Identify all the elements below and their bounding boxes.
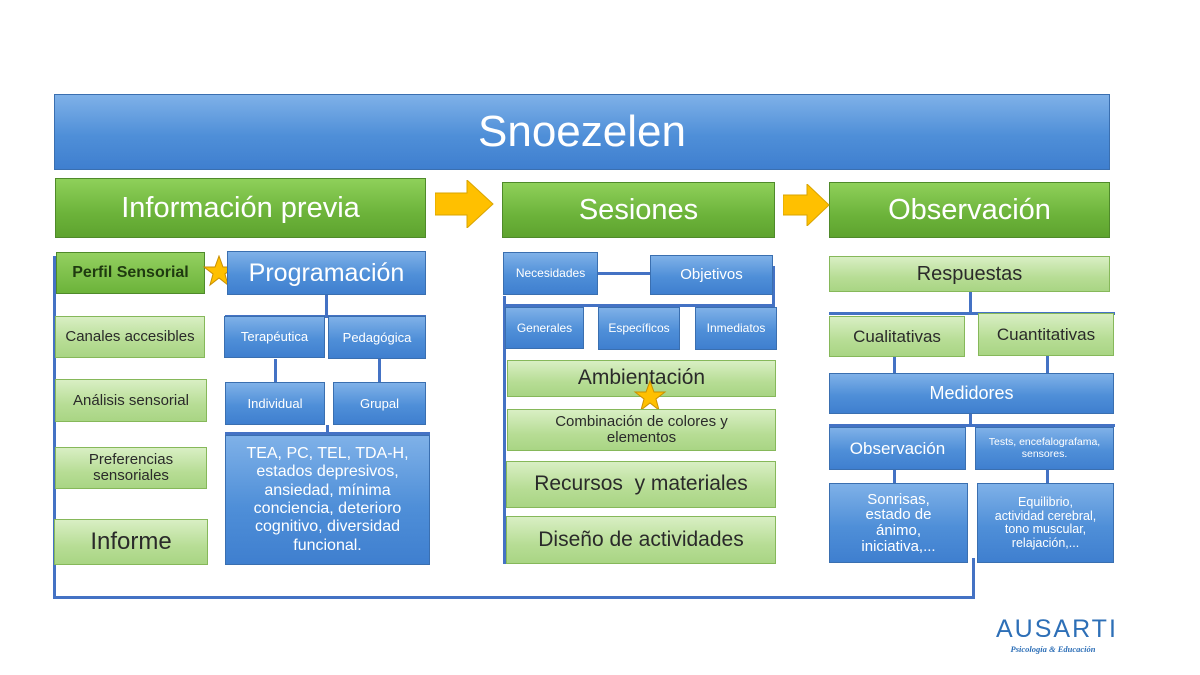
- connector-line: [274, 359, 277, 383]
- medidores: Medidores: [829, 373, 1114, 414]
- cuantitativas: Cuantitativas: [978, 313, 1114, 356]
- arrow-right-icon: [435, 180, 494, 228]
- analisis-sensorial: Análisis sensorial: [55, 379, 207, 422]
- ejemplos-cuantitativos: Equilibrio, actividad cerebral, tono mus…: [977, 483, 1114, 563]
- objetivos: Objetivos: [650, 255, 773, 295]
- connector-line: [503, 296, 506, 564]
- connector-line: [225, 315, 426, 318]
- perfil-sensorial: Perfil Sensorial: [56, 252, 205, 294]
- connector-line: [772, 266, 775, 306]
- connector-line: [325, 295, 328, 317]
- cualitativas: Cualitativas: [829, 316, 965, 357]
- connector-line: [829, 312, 1115, 315]
- tests-sensores: Tests, encefalografama, sensores.: [975, 427, 1114, 470]
- title-banner: Snoezelen: [54, 94, 1110, 170]
- canales-accesibles: Canales accesibles: [55, 316, 205, 358]
- ambientacion: Ambientación: [507, 360, 776, 397]
- metodo-observacion: Observación: [829, 427, 966, 470]
- page-title: Snoezelen: [478, 106, 686, 156]
- connector-line: [893, 356, 896, 374]
- star-icon: [633, 380, 667, 412]
- objetivos-inmediatos: Inmediatos: [695, 307, 777, 350]
- connector-line: [53, 256, 56, 598]
- necesidades: Necesidades: [503, 252, 598, 295]
- header-informacion-previa: Información previa: [55, 178, 426, 238]
- objetivos-especificos: Específicos: [598, 307, 680, 350]
- connector-line: [378, 359, 381, 383]
- respuestas: Respuestas: [829, 256, 1110, 292]
- objetivos-generales: Generales: [505, 307, 584, 349]
- informe: Informe: [54, 519, 208, 565]
- connector-line: [829, 424, 1115, 427]
- grupal: Grupal: [333, 382, 426, 425]
- connector-line: [598, 272, 650, 275]
- connector-line: [969, 414, 972, 426]
- pedagogica: Pedagógica: [328, 316, 426, 359]
- header-sesiones: Sesiones: [502, 182, 775, 238]
- terapeutica: Terapéutica: [224, 316, 325, 358]
- connector-line: [972, 558, 975, 598]
- programacion: Programación: [227, 251, 426, 295]
- connector-line: [893, 470, 896, 484]
- arrow-right-icon: [783, 184, 830, 226]
- individual: Individual: [225, 382, 325, 425]
- connector-line: [1046, 470, 1049, 484]
- poblacion-destinataria: TEA, PC, TEL, TDA-H, estados depresivos,…: [225, 435, 430, 565]
- preferencias-sensoriales: Preferencias sensoriales: [55, 447, 207, 489]
- ejemplos-cualitativos: Sonrisas, estado de ánimo, iniciativa,..…: [829, 483, 968, 563]
- connector-line: [53, 596, 975, 599]
- combinacion-colores: Combinación de colores y elementos: [507, 409, 776, 451]
- ausarti-logo: AUSARTI Psicología & Educación: [996, 615, 1118, 655]
- logo-tagline: Psicología & Educación: [1010, 644, 1096, 654]
- header-observacion: Observación: [829, 182, 1110, 238]
- recursos-materiales: Recursos y materiales: [506, 461, 776, 508]
- diseno-actividades: Diseño de actividades: [506, 516, 776, 564]
- connector-line: [326, 425, 329, 435]
- connector-line: [969, 292, 972, 313]
- connector-line: [1046, 356, 1049, 374]
- logo-name: AUSARTI: [996, 615, 1118, 643]
- connector-line: [503, 304, 775, 307]
